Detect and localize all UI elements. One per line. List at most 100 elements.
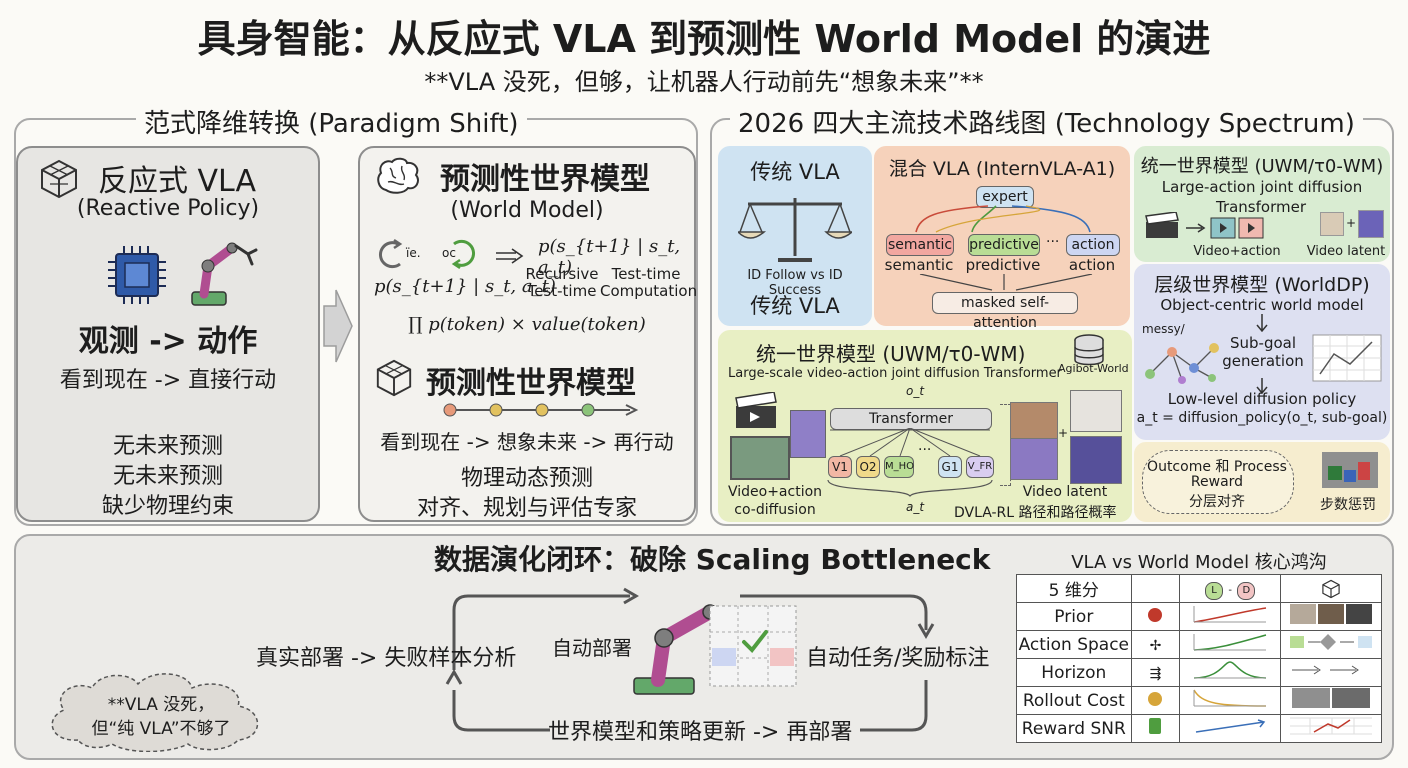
down-arrow-icon: [1256, 378, 1268, 394]
hybrid-vla-title: 混合 VLA (InternVLA-A1): [888, 158, 1116, 180]
world-model-flow: 看到现在 -> 想象未来 -> 再行动: [380, 430, 674, 454]
implies-arrow-icon: [496, 248, 524, 264]
balance-scale-icon: [738, 198, 852, 262]
spectrum-section-title: 2026 四大主流技术路线图 (Technology Spectrum): [730, 103, 1363, 140]
line-plot-icon: [1290, 717, 1373, 735]
loop-arrows: [445, 587, 935, 732]
subgoal-label: Sub-goal generation: [1222, 334, 1304, 370]
unified-small-caption1: Video+action: [1193, 244, 1281, 259]
token-mho: M_HO: [884, 456, 914, 478]
table-header-cell: [1130, 574, 1181, 603]
video-frame-stack: [730, 436, 790, 480]
page-title: 具身智能：从反应式 VLA 到预测性 World Model 的演进: [197, 17, 1211, 61]
down-arrow-icon: [1256, 314, 1268, 332]
hier-line1: Object-centric world model: [1160, 296, 1364, 314]
traditional-vla-title: 传统 VLA: [750, 160, 840, 184]
action-label: action: [1068, 256, 1116, 274]
product-formula: ∏ p(token) × value(token): [408, 314, 646, 335]
blocks-icon: [1322, 452, 1378, 488]
unified-world-model-small-card: 统一世界模型 (UWM/τ0-WM) Large-action joint di…: [1134, 146, 1390, 262]
hybrid-vla-card: 混合 VLA (InternVLA-A1) expert semantic pr…: [874, 146, 1130, 331]
compare-title: VLA vs World Model 核心鸿沟: [1071, 552, 1327, 573]
ot-label: o_t: [906, 384, 925, 398]
row-wm-photos: [1280, 714, 1382, 743]
line-plot-icon: [1193, 634, 1267, 651]
hier-formula: a_t = diffusion_policy(o_t, sub-goal): [1136, 410, 1388, 426]
reward-cloud-line2: Reward: [1190, 474, 1244, 490]
photo-thumbnail: [1292, 688, 1331, 708]
row-icon: [1130, 602, 1181, 631]
messy-label: messy/: [1142, 322, 1185, 336]
row-icon: ⇶: [1130, 658, 1181, 687]
loop-label-a: ïe.: [406, 246, 421, 260]
more-dots: ···: [1046, 234, 1060, 250]
row-icon: [1130, 686, 1181, 715]
loop-left-label: 真实部署 -> 失败样本分析: [256, 646, 517, 671]
photo-thumbnail: [1318, 604, 1345, 624]
reward-icon: [1149, 718, 1162, 734]
table-header-cell: 5 维分: [1016, 574, 1132, 603]
unified-small-title: 统一世界模型 (UWM/τ0-WM): [1140, 156, 1384, 177]
transformer-box: Transformer: [830, 408, 992, 430]
row-label: Prior: [1016, 602, 1132, 631]
action-box: action: [1066, 234, 1120, 256]
row-icon: [1130, 714, 1181, 743]
reactive-subtitle: (Reactive Policy): [76, 196, 260, 221]
row-vla-plot: [1179, 602, 1282, 631]
page-subtitle: **VLA 没死，但够，让机器人行动前先“想象未来”**: [424, 68, 984, 96]
database-icon: [1074, 334, 1104, 366]
prior-icon: [1148, 607, 1163, 622]
latent-photo-2: [1070, 436, 1122, 484]
scene-photo-1: [1010, 402, 1058, 440]
token-v1: V1: [828, 456, 852, 478]
table-header-cell: [1280, 574, 1382, 603]
film-clapper-icon: [1145, 212, 1179, 238]
plus-sign: +: [1346, 216, 1357, 230]
formula-left: p(s_{t+1} | s_t, a_t): [374, 276, 556, 297]
unified-caption-bottom: DVLA-RL 路径和路径概率: [954, 505, 1117, 521]
world-model-subtitle: (World Model): [450, 198, 604, 223]
line-plot-icon: [1193, 606, 1267, 623]
world-model-title: 预测性世界模型: [440, 162, 650, 197]
reactive-desc: 看到现在 -> 直接行动: [59, 368, 277, 393]
reactive-point: 无未来预测: [112, 434, 223, 459]
table-row: Rollout Cost: [1016, 686, 1382, 715]
paradigm-section-title: 范式降维转换 (Paradigm Shift): [136, 103, 527, 140]
hier-low-level: Low-level diffusion policy: [1167, 390, 1357, 408]
table-row: Action Space ✢: [1016, 630, 1382, 659]
row-vla-plot: [1179, 686, 1282, 715]
flow-icon: [1290, 634, 1373, 650]
reward-card: Outcome 和 Process Reward 分层对齐 步数惩罚: [1134, 442, 1390, 522]
film-clapper-icon: [735, 392, 777, 428]
reactive-vla-card: 反应式 VLA (Reactive Policy) 观测 -> 动作 看到现在 …: [16, 146, 320, 522]
world-model-title-2: 预测性世界模型: [426, 366, 636, 401]
reactive-point: 无未来预测: [112, 464, 223, 489]
photo-thumbnail: [1346, 604, 1373, 624]
unified-small-line2: Transformer: [1215, 198, 1306, 216]
latent-frame: [790, 410, 826, 458]
row-wm-photos: [1280, 602, 1382, 631]
at-label: a_t: [906, 500, 925, 514]
line-plot-icon: [1193, 689, 1267, 707]
loop-title: 数据演化闭环：破除 Scaling Bottleneck: [434, 543, 991, 576]
line-plot-icon: [1194, 661, 1267, 679]
scene-photo-2: [1070, 390, 1122, 432]
predictive-label: predictive: [965, 256, 1041, 274]
cloud-text-line2: 但“纯 VLA”不够了: [91, 719, 231, 739]
world-model-point: 对齐、规划与评估专家: [416, 496, 637, 521]
world-model-card: 预测性世界模型 (World Model) ïe. oc p(s_{t+1} |…: [358, 146, 697, 522]
attention-box: masked self-attention: [932, 292, 1078, 331]
arrow-right-icon: [1186, 223, 1206, 233]
table-row: Prior: [1016, 602, 1382, 631]
plus-sign: +: [1058, 426, 1069, 440]
token-connections: [830, 428, 990, 457]
row-label: Action Space: [1016, 630, 1132, 659]
wm-badge: D: [1237, 581, 1256, 600]
hier-title: 层级世界模型 (WorldDP): [1154, 274, 1370, 296]
table-header-cell: L - D: [1179, 574, 1282, 603]
table-row: Horizon ⇶: [1016, 658, 1382, 687]
row-vla-plot: [1179, 714, 1282, 743]
cube-icon: [376, 359, 412, 397]
unified-caption-right: Video latent: [1022, 484, 1108, 500]
coins-icon: [1148, 691, 1163, 706]
